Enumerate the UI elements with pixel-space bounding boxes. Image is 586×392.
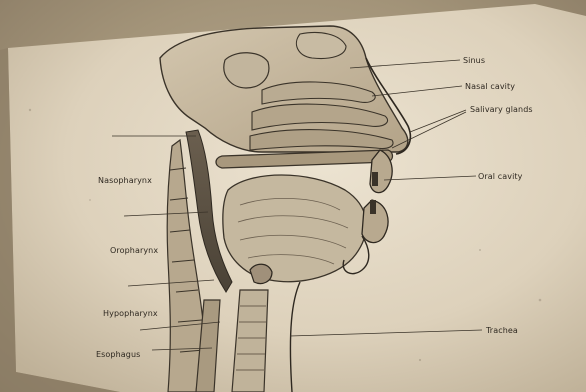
label-esophagus: Esophagus: [96, 350, 140, 359]
label-oropharynx: Oropharynx: [110, 246, 158, 255]
epiglottis: [250, 264, 272, 283]
label-nasal-cavity: Nasal cavity: [465, 82, 515, 91]
label-trachea: Trachea: [486, 326, 518, 335]
sinus-chamber: [224, 53, 269, 88]
lower-tooth: [370, 200, 376, 214]
upper-tooth: [372, 172, 378, 186]
tongue: [223, 175, 366, 282]
label-oral-cavity: Oral cavity: [478, 172, 522, 181]
label-sinus: Sinus: [463, 56, 485, 65]
label-nasopharynx: Nasopharynx: [98, 176, 152, 185]
label-salivary-glands: Salivary glands: [470, 105, 533, 114]
label-hypopharynx: Hypopharynx: [103, 309, 158, 318]
